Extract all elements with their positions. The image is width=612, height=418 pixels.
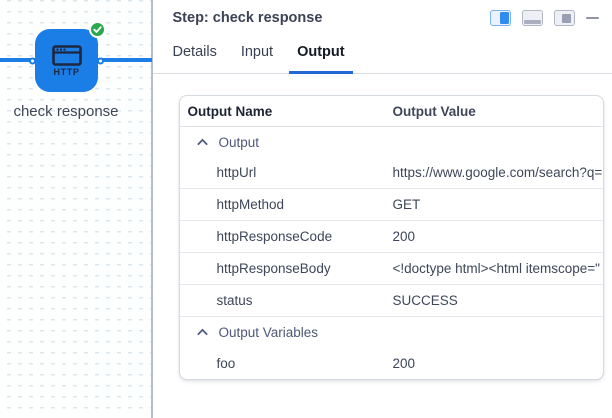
table-row[interactable]: status SUCCESS [179,285,603,317]
output-value: 200 [392,355,416,371]
output-value: <!doctype html><html itemscope=" [392,261,600,276]
output-value: SUCCESS [392,293,458,308]
dock-bottom-icon[interactable] [522,10,543,26]
step-detail-panel: Step: check response Details Input Outpu… [152,0,612,418]
table-row[interactable]: httpUrl https://www.google.com/search?q= [179,157,603,189]
node-label: check response [13,103,119,120]
column-header-output-name: Output Name [187,103,273,119]
connection-line-left [0,58,36,62]
group-row[interactable]: Output [180,127,604,157]
panel-title: Step: check response [172,10,323,26]
panel-header: Step: check response [153,0,612,32]
output-value: 200 [392,229,416,244]
column-header-output-value: Output Value [392,103,476,119]
group-label: Output Variables [218,324,319,340]
panel-resize-divider[interactable] [151,0,153,418]
output-name: httpResponseBody [216,261,331,276]
workflow-canvas[interactable]: HTTP check response [0,0,152,418]
table-row[interactable]: httpResponseBody <!doctype html><html it… [179,253,603,285]
table-body: Output httpUrl https://www.google.com/se… [179,127,604,379]
node-input-port[interactable] [29,57,36,64]
minimize-icon[interactable] [586,10,600,26]
window-controls [490,10,600,26]
group-row[interactable]: Output Variables [180,317,604,347]
collapse-chevron-icon[interactable] [196,328,208,336]
node-type-label: HTTP [53,66,80,77]
tab-details[interactable]: Details [172,44,217,60]
panel-tabs: Details Input Output [152,32,612,74]
output-table: Output Name Output Value Output httpUrl … [178,95,604,380]
output-name: foo [216,355,236,371]
tab-output[interactable]: Output [289,37,353,74]
output-name: status [216,293,253,308]
output-value: GET [392,197,421,212]
connection-line-right [97,58,152,62]
dock-right-icon[interactable] [490,10,511,26]
output-name: httpMethod [216,197,285,212]
output-name: httpUrl [216,165,257,180]
success-check-icon [89,21,106,38]
collapse-chevron-icon[interactable] [196,138,208,146]
popout-icon[interactable] [554,10,575,26]
http-icon: HTTP [51,44,82,77]
node-output-port[interactable] [97,57,104,64]
group-label: Output [218,134,260,150]
table-header-row: Output Name Output Value [179,96,603,127]
output-value: https://www.google.com/search?q= [392,165,603,180]
tab-input[interactable]: Input [240,44,274,60]
http-step-node[interactable]: HTTP [29,21,106,92]
output-name: httpResponseCode [216,229,333,244]
table-row[interactable]: httpMethod GET [179,189,603,221]
table-row[interactable]: foo 200 [180,347,604,379]
table-row[interactable]: httpResponseCode 200 [179,221,603,253]
